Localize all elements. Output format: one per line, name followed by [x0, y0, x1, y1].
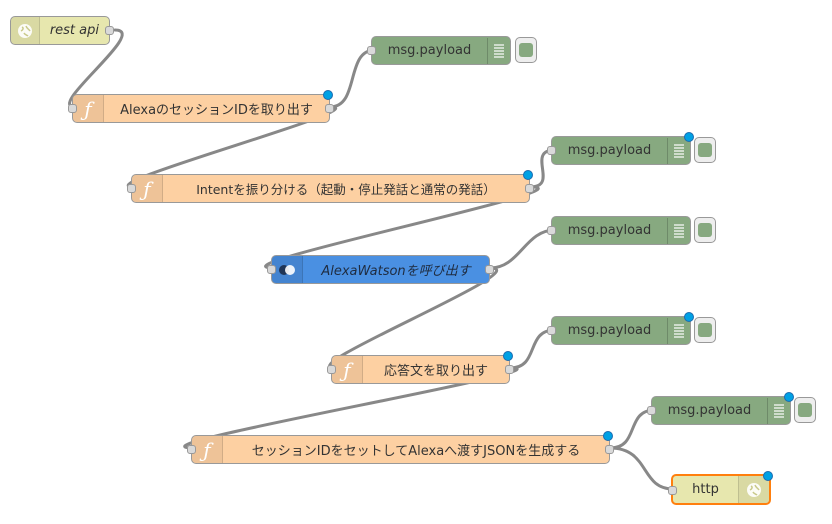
list-lines-icon [667, 217, 690, 244]
function-icon: ƒ [73, 95, 104, 122]
output-port[interactable] [505, 365, 514, 374]
changed-badge [684, 132, 694, 142]
node-label: Intentを振り分ける（起動・停止発話と通常の発話） [196, 182, 496, 197]
wire[interactable] [608, 408, 657, 450]
list-lines-icon [767, 397, 790, 424]
wire[interactable] [68, 28, 124, 109]
response-function-node[interactable]: ƒ 応答文を取り出す [327, 351, 514, 384]
input-port[interactable] [267, 265, 276, 274]
changed-badge [523, 170, 533, 180]
debug-node[interactable]: msg.payload [547, 132, 694, 165]
function-icon: ƒ [132, 175, 163, 202]
debug-node[interactable]: msg.payload [367, 36, 511, 65]
node-label: rest api [49, 23, 99, 38]
input-port[interactable] [547, 226, 556, 235]
wire[interactable] [508, 328, 557, 370]
intent-function-node[interactable]: ƒ Intentを振り分ける（起動・停止発話と通常の発話） [127, 170, 534, 203]
wire[interactable] [488, 228, 557, 270]
input-port[interactable] [668, 486, 677, 495]
debug-node[interactable]: msg.payload [547, 216, 691, 245]
node-label: AlexaWatsonを呼び出す [321, 264, 471, 279]
input-port[interactable] [68, 104, 77, 113]
changed-badge [763, 471, 773, 481]
output-port[interactable] [325, 104, 334, 113]
function-icon: ƒ [332, 356, 363, 383]
input-port[interactable] [327, 365, 336, 374]
output-port[interactable] [105, 26, 114, 35]
changed-badge [684, 312, 694, 322]
set-session-function-node[interactable]: ƒ セッションIDをセットしてAlexaへ渡すJSONを生成する [187, 431, 614, 464]
list-lines-icon [667, 137, 690, 164]
changed-badge [784, 392, 794, 402]
input-port[interactable] [187, 445, 196, 454]
debug-toggle-button[interactable] [694, 217, 716, 243]
node-label: msg.payload [387, 43, 472, 58]
node-label: msg.payload [667, 403, 752, 418]
node-label: msg.payload [567, 223, 652, 238]
input-port[interactable] [547, 326, 556, 335]
output-port[interactable] [605, 445, 614, 454]
debug-toggle-button[interactable] [694, 317, 716, 343]
input-port[interactable] [127, 184, 136, 193]
output-port[interactable] [525, 184, 534, 193]
chat-bubble-icon [272, 256, 303, 283]
debug-toggle-button[interactable] [515, 37, 537, 63]
output-port[interactable] [485, 265, 494, 274]
changed-badge [603, 431, 613, 441]
node-label: msg.payload [567, 323, 652, 338]
function-icon: ƒ [192, 436, 223, 463]
debug-node[interactable]: msg.payload [647, 392, 794, 425]
wire[interactable] [328, 48, 377, 109]
alexa-watson-node[interactable]: AlexaWatsonを呼び出す [267, 255, 494, 284]
list-lines-icon [487, 37, 510, 64]
globe-icon [11, 17, 40, 44]
changed-badge [323, 90, 333, 100]
node-label: 応答文を取り出す [383, 364, 488, 379]
node-label: http [692, 482, 719, 497]
node-label: msg.payload [567, 143, 652, 158]
debug-node[interactable]: msg.payload [547, 312, 694, 345]
debug-toggle-button[interactable] [794, 397, 816, 423]
globe-icon [738, 476, 769, 503]
changed-badge [503, 351, 513, 361]
node-label: セッションIDをセットしてAlexaへ渡すJSONを生成する [251, 444, 581, 459]
input-port[interactable] [647, 406, 656, 415]
wire[interactable] [264, 185, 540, 270]
http-response-node[interactable]: http [668, 471, 773, 505]
alexa-session-function-node[interactable]: ƒ AlexaのセッションIDを取り出す [68, 90, 334, 123]
wire[interactable] [608, 446, 675, 491]
input-port[interactable] [367, 46, 376, 55]
node-label: AlexaのセッションIDを取り出す [120, 103, 313, 118]
rest-api-node[interactable]: rest api [10, 16, 114, 45]
list-lines-icon [667, 317, 690, 344]
input-port[interactable] [547, 146, 556, 155]
debug-toggle-button[interactable] [694, 137, 716, 163]
